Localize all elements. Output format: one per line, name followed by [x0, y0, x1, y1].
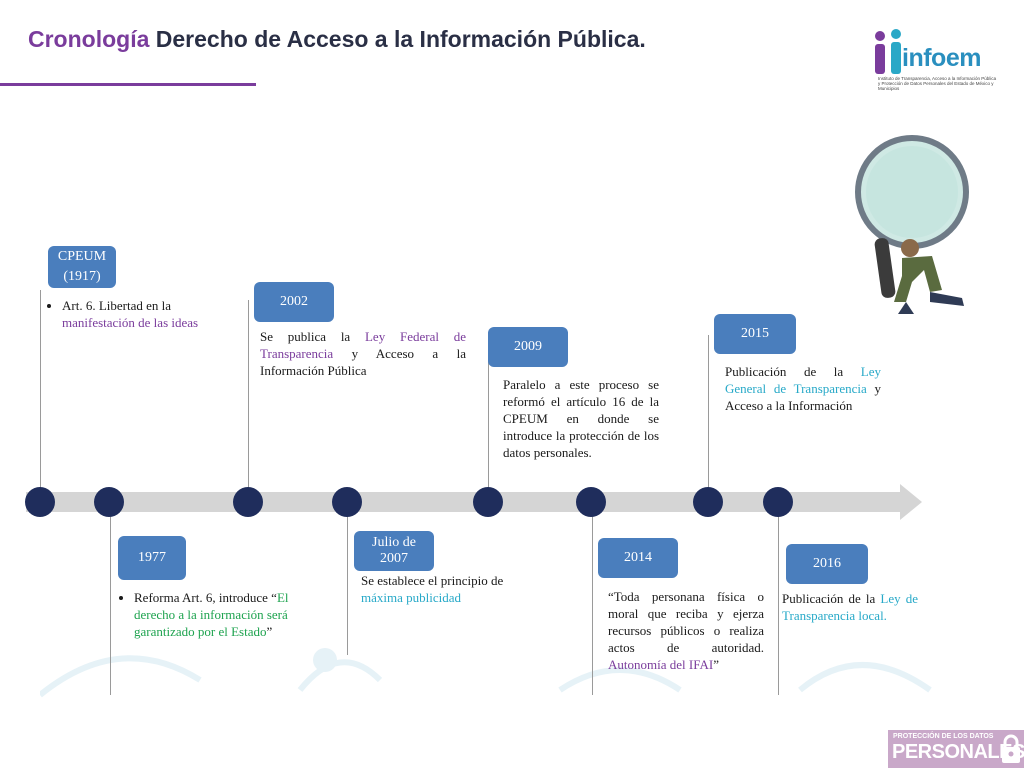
connector-1917: [40, 290, 41, 490]
logo-wordmark: infoem: [902, 44, 981, 72]
event-text-2016: Publicación de la Ley de Transparencia l…: [782, 590, 918, 624]
event-text-2015-b: y Acceso a la Información: [725, 381, 881, 413]
event-text-2007-a: Se establece el principio de: [361, 573, 504, 588]
timeline-dot-2016: [763, 487, 793, 517]
connector-2009: [488, 345, 489, 490]
year-box-1977: 1977: [118, 536, 186, 580]
year-box-1917: CPEUM (1917): [48, 246, 116, 288]
event-text-2015-highlight: Ley General de Transparencia: [725, 364, 881, 396]
event-text-2009: Paralelo a este proceso se reformó el ar…: [503, 377, 659, 460]
timeline-dot-1917: [25, 487, 55, 517]
magnifier-illustration-icon: [855, 135, 969, 314]
timeline-dot-1977: [94, 487, 124, 517]
connector-1977: [110, 515, 111, 695]
timeline-dot-2014: [576, 487, 606, 517]
event-text-2007-highlight: máxima publicidad: [361, 590, 462, 605]
data-protection-badge: [888, 730, 1024, 768]
event-text-2016-a: Publicación de la: [782, 591, 881, 606]
year-box-2007: Julio de 2007: [354, 531, 434, 571]
timeline-dot-2015: [693, 487, 723, 517]
title-rest: Derecho de Acceso a la Información Públi…: [149, 26, 646, 52]
timeline-dot-2002: [233, 487, 263, 517]
timeline-dot-2009: [473, 487, 503, 517]
infoem-logo-icon: [875, 29, 901, 74]
event-text-2007: Se establece el principio de máxima publ…: [361, 572, 521, 606]
event-text-1917-highlight: manifestación de las ideas: [62, 315, 199, 330]
event-text-2016-highlight: Ley de Transparencia local.: [782, 591, 918, 623]
badge-main-text: PERSONALES: [892, 741, 1024, 763]
event-text-2014-highlight: Autonomía del IFAI: [608, 657, 714, 672]
page-title: Cronología Derecho de Acceso a la Inform…: [28, 28, 668, 51]
event-text-1977-end: ”: [266, 624, 273, 639]
event-text-2014-a: “Toda personana física o moral que recib…: [608, 589, 764, 655]
event-text-1977-plain: Reforma Art. 6, introduce “: [134, 590, 277, 605]
connector-2014: [592, 515, 593, 695]
event-text-1977: Reforma Art. 6, introduce “El derecho a …: [122, 589, 308, 640]
event-text-2002: Se publica la Ley Federal de Transparenc…: [260, 328, 466, 379]
event-text-2014: “Toda personana física o moral que recib…: [608, 588, 764, 673]
event-text-2015: Publicación de la Ley General de Transpa…: [725, 363, 881, 414]
year-box-2016: 2016: [786, 544, 868, 584]
timeline-arrow-head: [900, 484, 922, 520]
year-box-2009: 2009: [488, 327, 568, 367]
logo-subtitle: Instituto de Transparencia, Acceso a la …: [878, 76, 997, 91]
event-text-2002-highlight: Ley Federal de Transparencia: [260, 329, 466, 361]
connector-2016: [778, 515, 779, 695]
padlock-icon: [1002, 734, 1020, 763]
connector-2002: [248, 300, 249, 490]
badge-top-text: PROTECCIÓN DE LOS DATOS: [893, 733, 994, 740]
event-text-1977-highlight: El derecho a la información será garanti…: [134, 590, 289, 639]
title-underline: [0, 83, 256, 86]
event-text-1917: Art. 6. Libertad en la manifestación de …: [50, 297, 230, 331]
event-text-2015-a: Publicación de la: [725, 364, 861, 379]
decorative-curves: [40, 648, 932, 698]
connector-2015: [708, 335, 709, 490]
connector-2007: [347, 515, 348, 655]
event-text-2002-a: Se publica la: [260, 329, 365, 344]
event-text-2014-b: ”: [713, 657, 719, 672]
event-text-2002-b: y Acceso a la Información Pública: [260, 346, 466, 378]
year-box-2014: 2014: [598, 538, 678, 578]
title-accent: Cronología: [28, 26, 150, 52]
event-text-1917-plain: Art. 6. Libertad en la: [62, 298, 172, 313]
timeline-dot-2007: [332, 487, 362, 517]
year-box-2015: 2015: [714, 314, 796, 354]
year-box-2002: 2002: [254, 282, 334, 322]
